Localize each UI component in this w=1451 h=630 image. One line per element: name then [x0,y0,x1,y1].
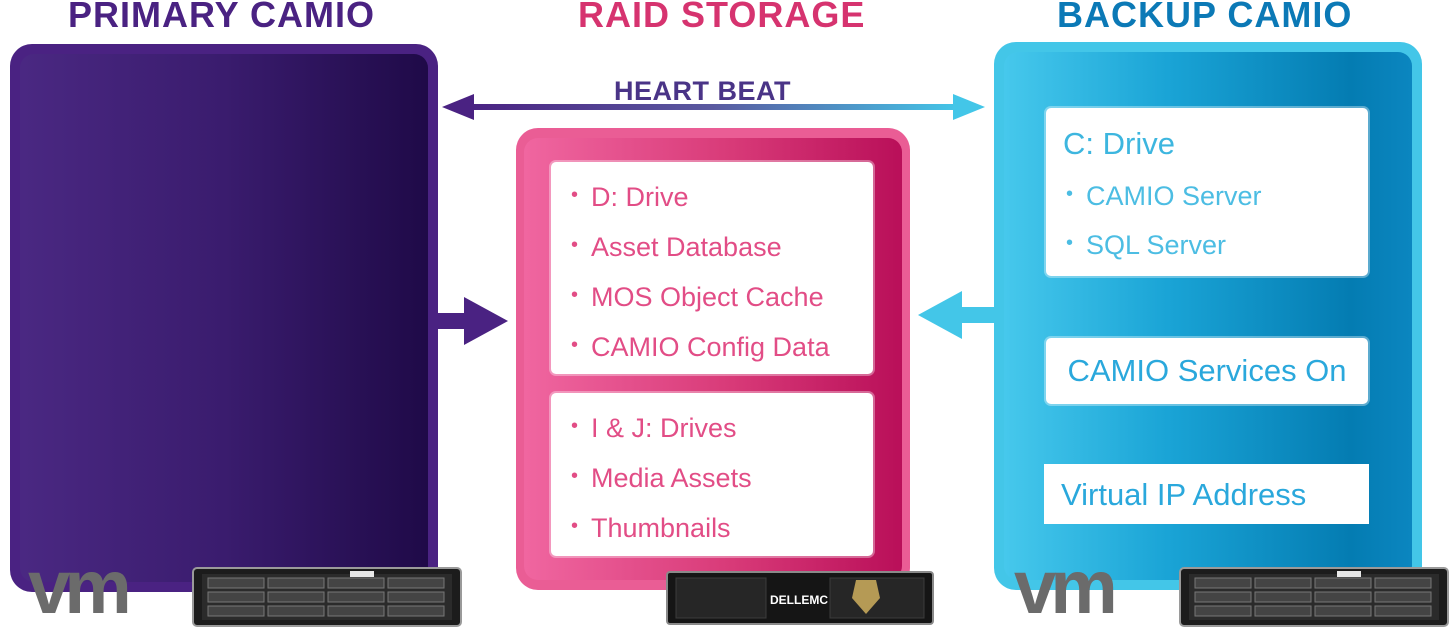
ij-drive-list: I & J: Drives Media Assets Thumbnails [551,393,873,558]
d-drive-item: D: Drive [569,175,873,227]
backup-camio-title: BACKUP CAMIO [1057,0,1353,35]
c-drive-box: C: Drive CAMIO Server SQL Server [1046,108,1368,276]
raid-storage-title: RAID STORAGE [578,0,866,35]
virtual-ip-box: Virtual IP Address [1044,464,1369,524]
rack-server-icon [192,567,462,627]
c-drive-title: C: Drive [1063,126,1175,161]
primary-camio-panel [10,44,438,592]
asset-database-item: Asset Database [569,225,873,277]
c-drive-list: CAMIO Server SQL Server [1064,176,1262,276]
camio-services-label: CAMIO Services On [1067,353,1347,388]
primary-camio-inner [20,54,428,582]
camio-services-box: CAMIO Services On [1046,338,1368,404]
thumbnails-item: Thumbnails [569,506,873,558]
ij-drives-item: I & J: Drives [569,406,873,458]
rack-server-icon [1179,567,1449,627]
heartbeat-label: HEART BEAT [614,76,791,106]
heartbeat-double-arrow-icon [442,94,985,120]
arrow-left-icon [918,291,1000,339]
dell-emc-logo: DELLEMC [770,593,828,607]
d-drive-list: D: Drive Asset Database MOS Object Cache… [551,162,873,377]
storage-array-icon: DELLEMC [666,571,934,625]
camio-server-item: CAMIO Server [1064,176,1262,227]
vmware-logo: vm [1014,545,1118,630]
ij-drive-box: I & J: Drives Media Assets Thumbnails [551,393,873,556]
arrow-right-icon [432,297,508,345]
vmware-logo: vm [28,545,132,630]
sql-server-item: SQL Server [1064,225,1262,276]
d-drive-box: D: Drive Asset Database MOS Object Cache… [551,162,873,374]
primary-camio-title: PRIMARY CAMIO [68,0,376,35]
camio-config-data-item: CAMIO Config Data [569,325,873,377]
media-assets-item: Media Assets [569,456,873,508]
mos-object-cache-item: MOS Object Cache [569,275,873,327]
virtual-ip-label: Virtual IP Address [1061,477,1307,512]
